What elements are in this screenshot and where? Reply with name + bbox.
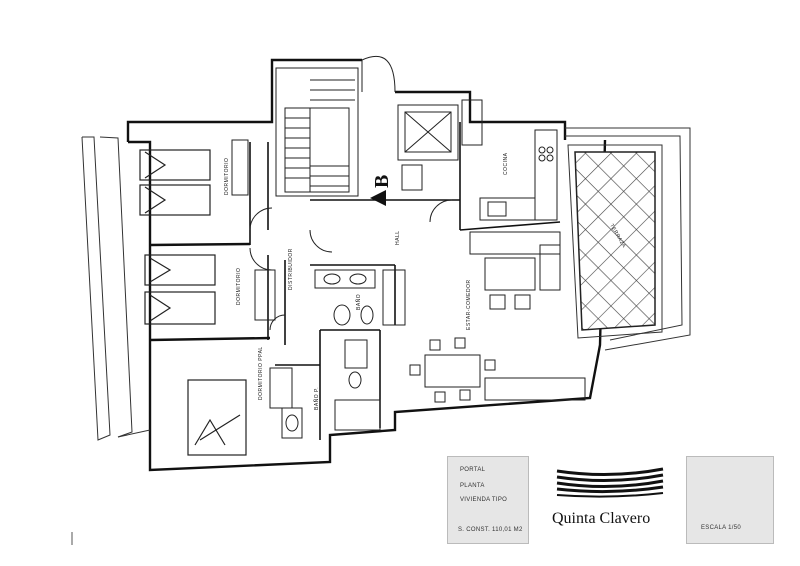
info-area: S. CONST. 110,01 M2 [458,527,523,533]
info-box: PORTAL PLANTA VIVIENDA TIPO S. CONST. 11… [447,456,529,544]
info-portal: PORTAL [460,467,486,473]
kitchen-fixtures [461,99,558,221]
section-arrow [370,190,386,206]
brand-name: Quinta Clavero [552,510,651,527]
room-label-hall: HALL [395,230,401,245]
wardrobes [231,139,293,409]
info-planta: PLANTA [460,483,485,489]
section-marker-label: B [371,175,393,188]
elevator [397,104,459,191]
room-label-bano-p: BAÑO P. [313,387,320,410]
beds [139,149,247,456]
left-balcony [81,136,151,441]
bathroom-fixtures [281,269,406,439]
room-label-bano: BAÑO [355,294,362,310]
scale-label: ESCALA 1/50 [701,525,741,531]
stair-core [275,67,359,197]
scale-box: ESCALA 1/50 [686,456,774,544]
info-vivienda: VIVIENDA TIPO [460,497,508,503]
room-label-dormitorio-2: DORMITORIO [236,268,242,305]
room-label-distribuidor: DISTRIBUIDOR [288,248,294,290]
terrace-paving [574,151,656,331]
room-label-estar-comedor: ESTAR-COMEDOR [466,279,472,330]
room-label-dormitorio-ppal: DORMITORIO PPAL [258,346,264,400]
room-label-cocina: COCINA [503,152,509,175]
right-balcony [565,127,691,351]
entrance-door-swing [361,55,396,93]
room-label-dormitorio-1: DORMITORIO [224,158,230,195]
living-furniture [409,231,586,403]
door-swings [249,199,453,331]
brand-logo-icon [556,467,664,498]
